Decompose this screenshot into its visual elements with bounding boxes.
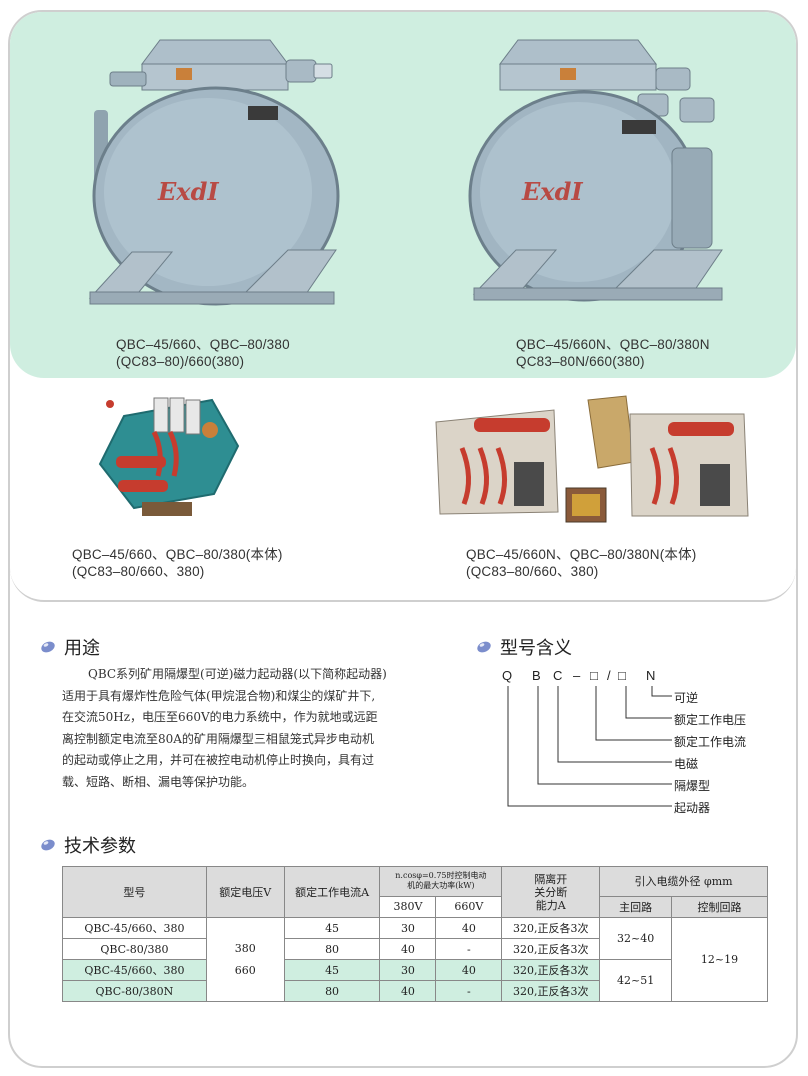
usage-line: QBC系列矿用隔爆型(可逆)磁力起动器(以下简称起动器) xyxy=(88,667,387,681)
caption-product-3-line2: (QC83–80/660、380) xyxy=(72,564,205,579)
usage-line: 离控制额定电流至80A的矿用隔爆型三相鼠笼式异步电动机 xyxy=(62,731,374,746)
cell-breaking: 320,正反各3次 xyxy=(501,938,601,960)
cell-model: QBC-80/380 xyxy=(62,938,207,960)
cell-power-380: 30 xyxy=(379,959,437,981)
cell-power-660: - xyxy=(435,938,503,960)
model-title-text: 型号含义 xyxy=(500,638,572,658)
exd-mark-1: ExdI xyxy=(157,177,219,206)
tech-title-text: 技术参数 xyxy=(64,836,136,856)
model-section-title: 型号含义 xyxy=(476,634,572,660)
header-breaking-line1: 隔离开 xyxy=(534,872,568,886)
model-code-char: / xyxy=(607,668,611,683)
header-current: 额定工作电流A xyxy=(295,886,370,899)
cell-power-380: 40 xyxy=(379,938,437,960)
caption-product-1: QBC–45/660、QBC–80/380 (QC83–80)/660(380) xyxy=(116,336,290,370)
model-code-char: □ xyxy=(618,668,626,683)
cell-model: QBC-45/660、380 xyxy=(62,917,207,939)
header-power-line2: 机的最大功率(kW) xyxy=(407,881,475,891)
cell-current: 45 xyxy=(283,917,381,939)
cell-voltage-660: 660 xyxy=(234,963,256,977)
cell-power-660: 40 xyxy=(435,959,503,981)
caption-product-1-line1: QBC–45/660、QBC–80/380 xyxy=(116,337,290,352)
model-meaning-explosion-proof: 隔爆型 xyxy=(674,779,711,793)
model-meaning-rated-voltage: 额定工作电压 xyxy=(674,713,747,727)
header-660v: 660V xyxy=(454,900,484,914)
usage-title-text: 用途 xyxy=(64,638,100,658)
bullet-icon xyxy=(477,641,491,653)
usage-line: 适用于具有爆炸性危险气体(甲烷混合物)和煤尘的煤矿井下, xyxy=(62,688,376,703)
bullet-icon xyxy=(41,839,55,851)
product-photo-qbc-660: ExdI xyxy=(88,39,340,306)
product-photo-assembly-2 xyxy=(435,395,749,523)
cell-model: QBC-45/660、380 xyxy=(62,959,207,981)
header-control-circuit: 控制回路 xyxy=(697,900,742,914)
model-code-char: Q xyxy=(502,668,513,683)
cell-power-380: 40 xyxy=(379,980,437,1002)
usage-paragraph: QBC系列矿用隔爆型(可逆)磁力起动器(以下简称起动器) 适用于具有爆炸性危险气… xyxy=(62,664,434,793)
model-code-char: – xyxy=(573,668,581,683)
caption-product-3-line1: QBC–45/660、QBC–80/380(本体) xyxy=(72,547,283,562)
cell-power-380: 30 xyxy=(379,917,437,939)
cell-model: QBC-80/380N xyxy=(62,980,207,1002)
caption-product-2-line1: QBC–45/660N、QBC–80/380N xyxy=(516,337,710,352)
usage-line: 在交流50Hz，电压至660V的电力系统中，作为就地或远距 xyxy=(62,710,378,724)
header-cable: 引入电缆外径 φmm xyxy=(634,875,733,889)
header-380v: 380V xyxy=(393,900,423,914)
caption-product-2-line2: QC83–80N/660(380) xyxy=(516,354,645,369)
cell-power-660: 40 xyxy=(435,917,503,939)
model-code-leader-lines xyxy=(507,686,672,807)
cell-main-circuit-2: 42~51 xyxy=(599,959,673,1002)
usage-section-title: 用途 xyxy=(40,634,100,660)
bullet-icon xyxy=(41,641,55,653)
caption-product-3: QBC–45/660、QBC–80/380(本体) (QC83–80/660、3… xyxy=(72,546,283,580)
table-row: QBC-80/380 80 40 - 320,正反各3次 xyxy=(62,938,768,960)
header-main-circuit: 主回路 xyxy=(619,900,653,914)
header-model: 型号 xyxy=(123,886,146,899)
cell-control-circuit: 12~19 xyxy=(671,917,768,1002)
product-photo-qbc-660n: ExdI xyxy=(468,39,723,302)
model-code-char: C xyxy=(553,668,563,683)
caption-product-1-line2: (QC83–80)/660(380) xyxy=(116,354,245,369)
exd-mark-2: ExdI xyxy=(521,177,583,206)
header-breaking-line3: 能力A xyxy=(535,898,566,912)
cell-power-660: - xyxy=(435,980,503,1002)
model-meaning-reversible: 可逆 xyxy=(674,691,699,705)
cell-main-circuit-1: 32~40 xyxy=(599,917,673,960)
cell-current: 80 xyxy=(283,938,381,960)
tech-section-title: 技术参数 xyxy=(40,832,136,858)
cell-voltage-380: 380 xyxy=(234,941,256,955)
model-code-char: B xyxy=(532,668,541,683)
model-code-char: □ xyxy=(590,668,598,683)
model-meaning-rated-current: 额定工作电流 xyxy=(674,735,747,749)
model-code-char: N xyxy=(646,668,656,683)
cell-breaking: 320,正反各3次 xyxy=(501,980,601,1002)
caption-product-4: QBC–45/660N、QBC–80/380N(本体) (QC83–80/660… xyxy=(466,546,697,580)
header-voltage: 额定电压V xyxy=(219,886,272,899)
table-row: QBC-45/660、380 380 660 45 30 40 320,正反各3… xyxy=(62,917,768,1002)
header-power-line1: n.cosφ=0.75时控制电动 xyxy=(395,871,487,881)
usage-line: 的起动或停止之用，并可在被控电动机停止时换向，具有过 xyxy=(62,753,375,767)
cell-current: 80 xyxy=(283,980,381,1002)
header-breaking-line2: 关分断 xyxy=(534,885,568,899)
caption-product-4-line1: QBC–45/660N、QBC–80/380N(本体) xyxy=(466,547,697,562)
cell-breaking: 320,正反各3次 xyxy=(501,959,601,981)
cell-breaking: 320,正反各3次 xyxy=(501,917,601,939)
caption-product-2: QBC–45/660N、QBC–80/380N QC83–80N/660(380… xyxy=(516,336,710,370)
caption-product-4-line2: (QC83–80/660、380) xyxy=(466,564,599,579)
model-meaning-starter: 起动器 xyxy=(674,801,711,815)
usage-line: 载、短路、断相、漏电等保护功能。 xyxy=(62,774,255,789)
product-photo-assembly-1 xyxy=(98,397,240,516)
table-row: QBC-45/660、380 45 30 40 320,正反各3次 42~51 xyxy=(62,959,768,1002)
cell-current: 45 xyxy=(283,959,381,981)
model-meaning-electromagnetic: 电磁 xyxy=(674,757,699,771)
tech-params-table: 型号 额定电压V 额定工作电流A n.cosφ=0.75时控制电动 机的最大功率… xyxy=(62,866,768,1002)
